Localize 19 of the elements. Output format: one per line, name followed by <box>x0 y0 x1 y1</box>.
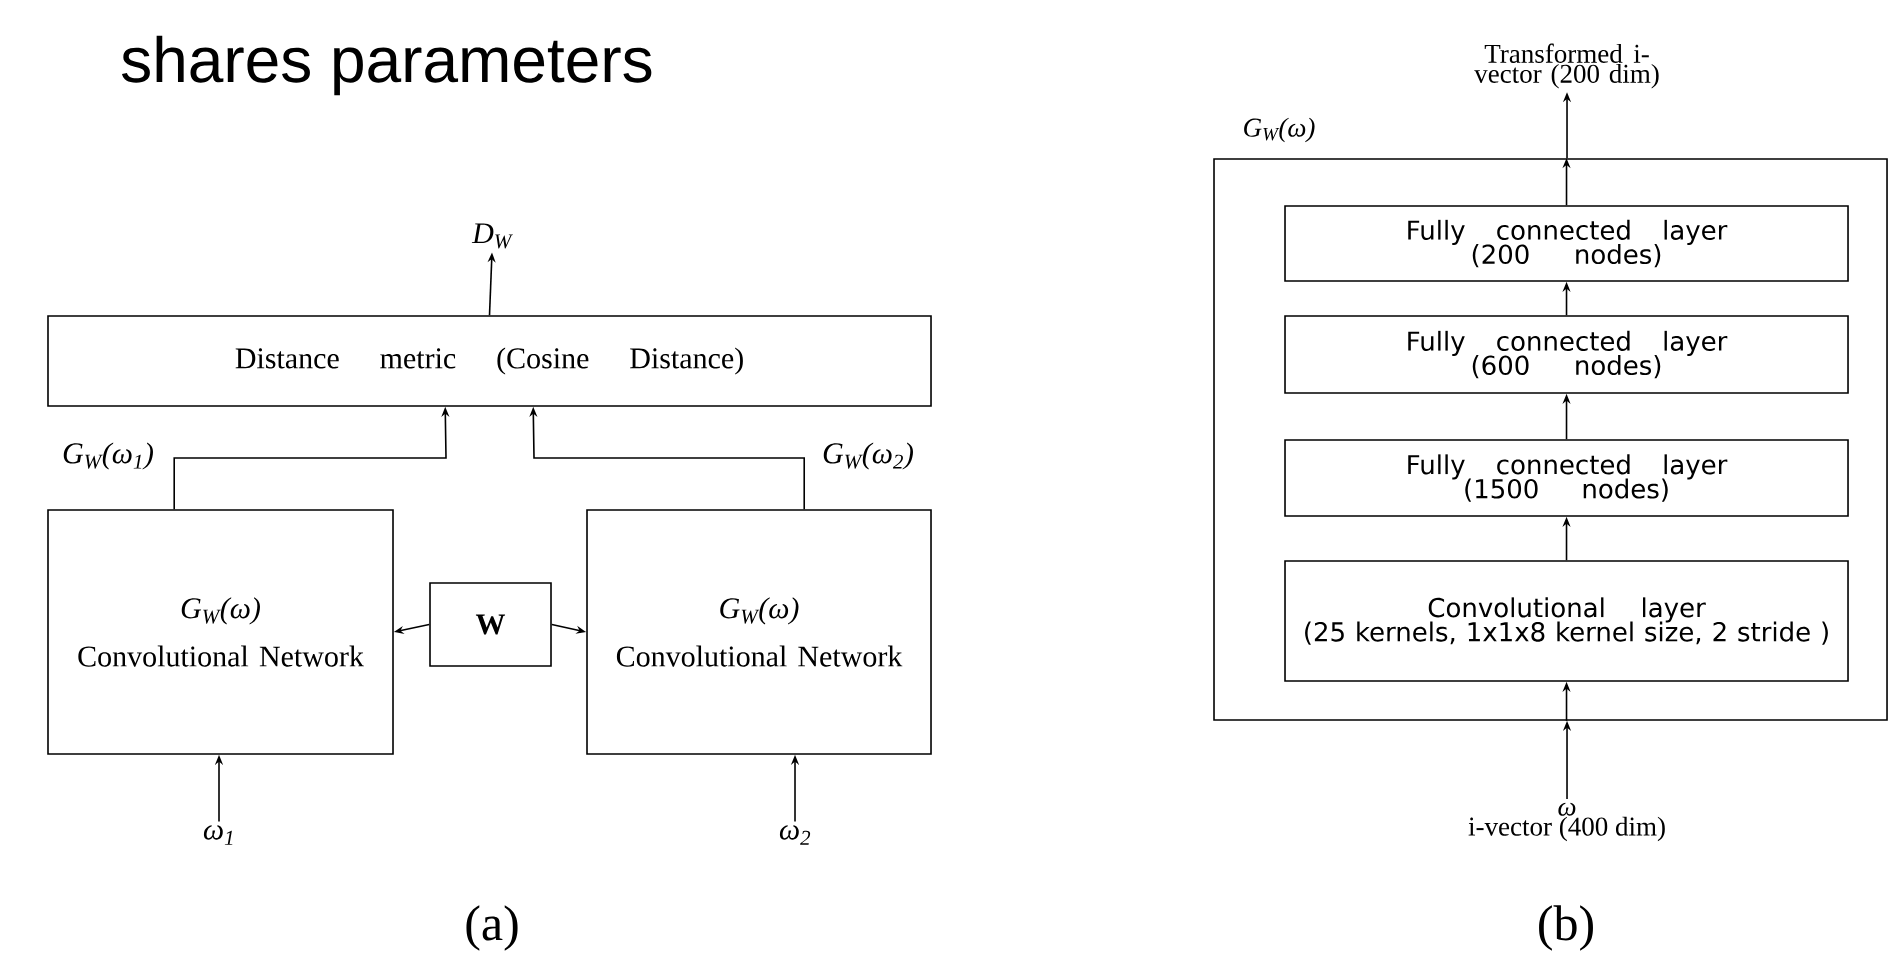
layer-box: Fully connected layer (1500 nodes) <box>1284 439 1849 517</box>
network-box: G$_{W}$(ω) Convolutional Network <box>47 509 394 755</box>
title: shares parameters <box>122 35 652 96</box>
network-box: G$_{W}$(ω) Convolutional Network <box>586 509 932 755</box>
weight-box: W <box>429 582 552 667</box>
edge-label: G$_{W}$(ω$_{2}$) <box>821 441 915 471</box>
process-box: Distance metric (Cosine Distance) <box>47 315 932 407</box>
input-label: ω$_{2}$ <box>779 825 811 845</box>
input-label: ω i-vector (400 dim) <box>1468 802 1665 842</box>
edge-label: G$_{W}$(ω$_{1}$) <box>61 441 155 471</box>
output-label: Transformed i-vector (200 dim) <box>1474 43 1659 89</box>
panel-label: (a) <box>466 905 518 951</box>
output-label: D$_{W}$ <box>471 223 513 249</box>
layer-box: Fully connected layer (200 nodes) <box>1284 205 1849 282</box>
panel-label: (b) <box>1539 905 1593 951</box>
layer-box: Convolutional layer (25 kernels, 1x1x8 kernel size, 2 stride ) <box>1284 560 1849 682</box>
layer-box: Fully connected layer (600 nodes) <box>1284 315 1849 394</box>
input-label: ω$_{1}$ <box>203 825 233 845</box>
node-label: G$_{W}$(ω) <box>1244 117 1315 143</box>
